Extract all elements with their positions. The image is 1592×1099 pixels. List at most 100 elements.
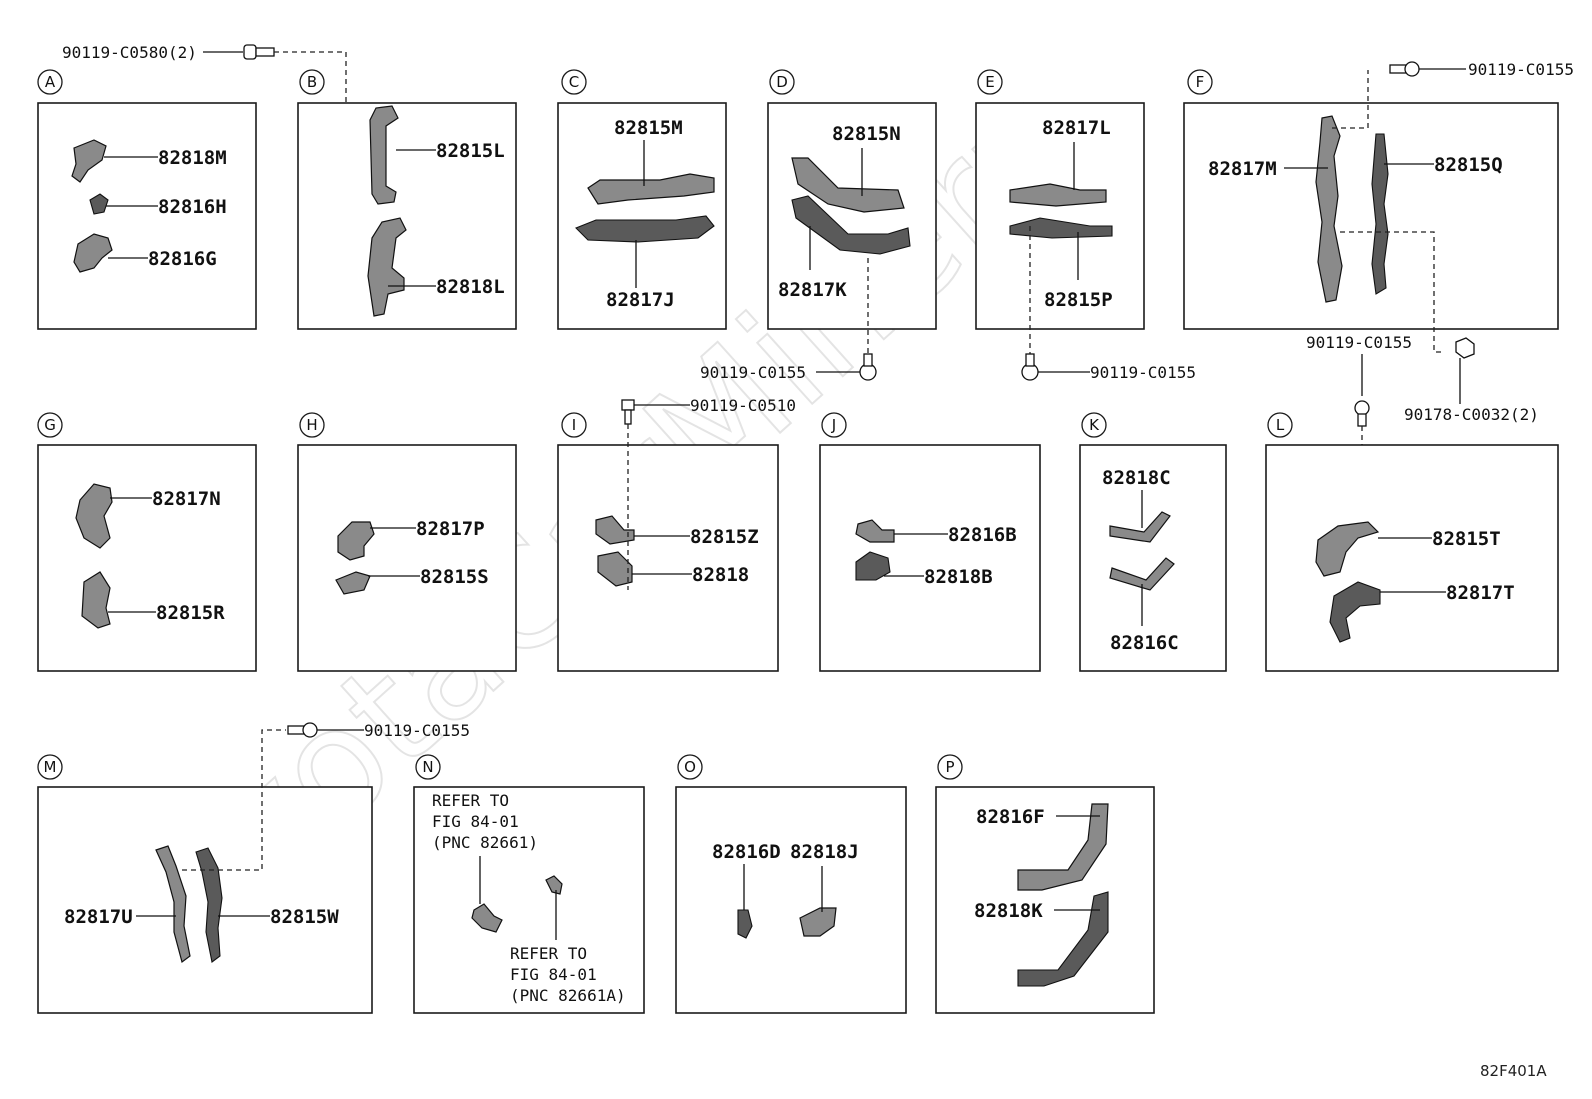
part-82815n-shape bbox=[791, 157, 905, 213]
part-82818m-shape bbox=[71, 139, 107, 183]
part-number-82815l[interactable]: 82815L bbox=[436, 140, 505, 162]
refer-note-2-line2: FIG 84-01 bbox=[510, 965, 597, 984]
fastener-90119-c0510[interactable]: 90119-C0510 bbox=[690, 396, 796, 415]
panel-letter-a: A bbox=[45, 73, 56, 91]
part-number-82818b[interactable]: 82818B bbox=[924, 566, 993, 588]
panel-g: G 82817N 82815R bbox=[37, 412, 257, 672]
panel-letter-c: C bbox=[569, 73, 579, 91]
part-82815w-shape bbox=[195, 847, 223, 963]
part-number-82818j[interactable]: 82818J bbox=[790, 841, 859, 863]
bolt-thread-icon bbox=[1025, 353, 1035, 367]
part-number-82815m[interactable]: 82815M bbox=[614, 117, 683, 139]
part-82818l-shape bbox=[367, 217, 407, 317]
part-82817l-shape bbox=[1009, 183, 1107, 207]
part-number-82815n[interactable]: 82815N bbox=[832, 123, 901, 145]
part-82817k-shape bbox=[791, 195, 911, 255]
part-number-82816d[interactable]: 82816D bbox=[712, 841, 781, 863]
refer-note-2-line1: REFER TO bbox=[510, 944, 587, 963]
fastener-90119-c0155-fl[interactable]: 90119-C0155 bbox=[1306, 333, 1412, 352]
part-82815r-shape bbox=[81, 571, 111, 629]
part-number-82815s[interactable]: 82815S bbox=[420, 566, 489, 588]
fastener-90119-c0580[interactable]: 90119-C0580(2) bbox=[62, 43, 197, 62]
part-number-82817j[interactable]: 82817J bbox=[606, 289, 675, 311]
panel-letter-j: J bbox=[831, 416, 836, 434]
panel-letter-b: B bbox=[307, 73, 317, 91]
part-82817p-shape bbox=[337, 521, 375, 561]
bolt-icon bbox=[1404, 61, 1420, 77]
bolt-icon bbox=[302, 722, 318, 738]
panel-l: L 82815T 82817T bbox=[1265, 412, 1559, 672]
part-number-82817p[interactable]: 82817P bbox=[416, 518, 485, 540]
refer-note-1-line2: FIG 84-01 bbox=[432, 812, 519, 831]
part-82817m-shape bbox=[1315, 115, 1343, 303]
part-82817u-shape bbox=[155, 845, 191, 964]
part-number-82817k[interactable]: 82817K bbox=[778, 279, 847, 301]
fastener-90119-c0155-e[interactable]: 90119-C0155 bbox=[1090, 363, 1196, 382]
part-82816c-shape bbox=[1109, 557, 1175, 591]
panel-h: H 82817P 82815S bbox=[297, 412, 517, 672]
part-number-82817m[interactable]: 82817M bbox=[1208, 158, 1277, 180]
part-number-82815z[interactable]: 82815Z bbox=[690, 526, 759, 548]
part-number-82817u[interactable]: 82817U bbox=[64, 906, 133, 928]
panel-letter-o: O bbox=[684, 758, 696, 776]
part-82816f-shape bbox=[1017, 803, 1109, 891]
part-number-82816h[interactable]: 82816H bbox=[158, 196, 227, 218]
panel-d: D 82815N 82817K 90119-C0155 bbox=[700, 69, 937, 382]
part-82815q-shape bbox=[1371, 133, 1389, 295]
part-82661-shape bbox=[471, 903, 503, 933]
refer-note-1-line1: REFER TO bbox=[432, 791, 509, 810]
refer-note-2-line3: (PNC 82661A) bbox=[510, 986, 626, 1005]
part-number-82817n[interactable]: 82817N bbox=[152, 488, 221, 510]
panel-letter-g: G bbox=[44, 416, 56, 434]
fastener-90178-c0032[interactable]: 90178-C0032(2) bbox=[1404, 405, 1539, 424]
panel-k: K 82818C 82816C bbox=[1079, 412, 1227, 672]
bolt-icon bbox=[621, 399, 635, 411]
part-number-82816b[interactable]: 82816B bbox=[948, 524, 1017, 546]
part-number-82815t[interactable]: 82815T bbox=[1432, 528, 1501, 550]
part-number-82815w[interactable]: 82815W bbox=[270, 906, 339, 928]
part-number-82818[interactable]: 82818 bbox=[692, 564, 749, 586]
part-82818c-shape bbox=[1109, 511, 1171, 543]
part-number-82816f[interactable]: 82816F bbox=[976, 806, 1045, 828]
part-82815s-shape bbox=[335, 571, 371, 595]
part-82816g-shape bbox=[73, 233, 113, 273]
part-number-82818m[interactable]: 82818M bbox=[158, 147, 227, 169]
part-number-82818k[interactable]: 82818K bbox=[974, 900, 1043, 922]
fastener-90119-c0155-m[interactable]: 90119-C0155 bbox=[364, 721, 470, 740]
bolt-thread-icon bbox=[624, 409, 632, 425]
part-number-82817l[interactable]: 82817L bbox=[1042, 117, 1111, 139]
clip-icon bbox=[1455, 337, 1475, 359]
fastener-90119-c0155-f-top[interactable]: 90119-C0155 bbox=[1468, 60, 1574, 79]
fastener-90119-c0155-d[interactable]: 90119-C0155 bbox=[700, 363, 806, 382]
part-number-82816c[interactable]: 82816C bbox=[1110, 632, 1179, 654]
panel-b: B 82815L 82818L bbox=[297, 69, 517, 330]
panel-n: N REFER TO FIG 84-01 (PNC 82661) REFER T… bbox=[413, 754, 645, 1014]
part-number-82816g[interactable]: 82816G bbox=[148, 248, 217, 270]
panel-letter-i: I bbox=[572, 416, 576, 434]
part-82818b-shape bbox=[855, 551, 891, 581]
panel-letter-l: L bbox=[1276, 416, 1285, 434]
part-number-82818l[interactable]: 82818L bbox=[436, 276, 505, 298]
part-82818-shape bbox=[597, 551, 633, 587]
part-number-82818c[interactable]: 82818C bbox=[1102, 467, 1171, 489]
panel-letter-e: E bbox=[985, 73, 994, 91]
part-82815l-shape bbox=[369, 105, 399, 205]
refer-note-1-line3: (PNC 82661) bbox=[432, 833, 538, 852]
panel-o: O 82816D 82818J bbox=[675, 754, 907, 1014]
part-number-82817t[interactable]: 82817T bbox=[1446, 582, 1515, 604]
panel-p: P 82816F 82818K bbox=[935, 754, 1155, 1014]
part-number-82815p[interactable]: 82815P bbox=[1044, 289, 1113, 311]
panel-j: J 82816B 82818B bbox=[819, 412, 1041, 672]
part-82816d-shape bbox=[737, 909, 753, 939]
part-82815m-shape bbox=[587, 173, 715, 205]
panel-f: F 82817M 82815Q 90119-C0155 bbox=[1183, 60, 1574, 353]
part-number-82815r[interactable]: 82815R bbox=[156, 602, 225, 624]
panel-a: A 82818M 82816H 82816G bbox=[37, 69, 257, 330]
part-82817j-shape bbox=[575, 215, 715, 243]
panel-letter-k: K bbox=[1089, 416, 1100, 434]
part-number-82815q[interactable]: 82815Q bbox=[1434, 154, 1503, 176]
panel-letter-d: D bbox=[776, 73, 788, 91]
part-82817t-shape bbox=[1329, 581, 1381, 643]
bolt-icon bbox=[243, 44, 257, 60]
